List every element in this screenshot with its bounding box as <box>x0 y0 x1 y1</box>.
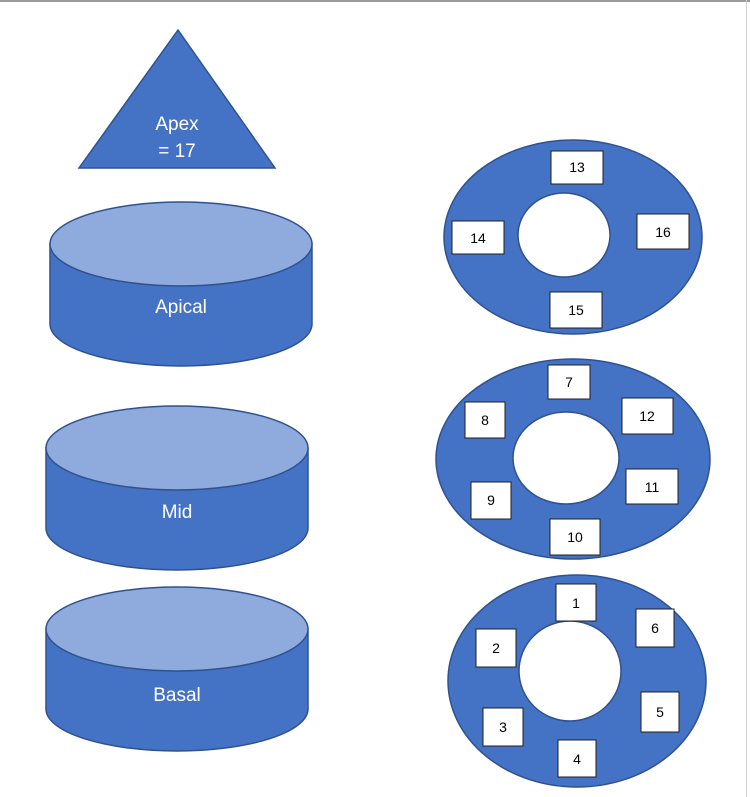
segment-5-box <box>640 691 680 733</box>
apex-triangle: Apex = 17 <box>77 28 277 169</box>
top-rule <box>0 0 750 2</box>
segment-7-label: 7 <box>565 374 573 390</box>
mid-cylinder: Mid <box>45 405 309 571</box>
apical-ring-hole <box>517 192 611 278</box>
segment-16: 16 <box>636 213 690 250</box>
segment-5: 5 <box>640 691 680 733</box>
segment-3-label: 3 <box>499 719 507 735</box>
segment-8-label: 8 <box>481 412 489 428</box>
apex-label-line1: Apex <box>155 114 199 135</box>
segment-14: 14 <box>451 220 505 255</box>
segment-4-box <box>557 739 597 778</box>
segment-7: 7 <box>547 364 591 400</box>
segment-12-box <box>621 397 674 435</box>
basal-label: Basal <box>153 685 201 706</box>
segment-15-box <box>549 291 603 329</box>
mid-ring: 7 8 12 9 11 10 <box>435 358 711 560</box>
segment-1-label: 1 <box>572 595 580 611</box>
segment-13: 13 <box>550 150 604 185</box>
apex-shape <box>77 28 277 169</box>
apical-label: Apical <box>155 297 207 318</box>
mid-ring-hole <box>512 411 620 505</box>
basal-ring-hole <box>518 620 622 722</box>
segment-14-label: 14 <box>470 230 486 246</box>
apical-ring: 13 14 16 15 <box>443 139 703 335</box>
segment-2-box <box>475 628 517 668</box>
segment-12: 12 <box>621 397 674 435</box>
segment-7-box <box>547 364 591 400</box>
segment-13-box <box>550 150 604 185</box>
segment-3-box <box>482 707 524 747</box>
segment-10-label: 10 <box>567 529 583 545</box>
segment-12-label: 12 <box>639 408 655 424</box>
segment-8: 8 <box>464 401 506 439</box>
apical-cylinder: Apical <box>49 201 313 367</box>
segment-6-box <box>635 608 675 648</box>
segment-2: 2 <box>475 628 517 668</box>
segment-8-box <box>464 401 506 439</box>
segment-13-label: 13 <box>569 159 585 175</box>
segment-11-box <box>625 468 679 505</box>
apex-label-line2: = 17 <box>158 141 196 162</box>
segment-15: 15 <box>549 291 603 329</box>
segment-3: 3 <box>482 707 524 747</box>
mid-cylinder-top <box>45 405 309 491</box>
segment-9: 9 <box>470 481 512 520</box>
basal-cylinder-top <box>45 586 309 672</box>
segment-9-label: 9 <box>487 492 495 508</box>
segment-16-box <box>636 213 690 250</box>
segment-11: 11 <box>625 468 679 505</box>
segment-4-label: 4 <box>573 751 581 767</box>
segment-6: 6 <box>635 608 675 648</box>
segment-1: 1 <box>555 583 597 622</box>
basal-cylinder: Basal <box>45 586 309 752</box>
apical-cylinder-top <box>49 201 313 287</box>
segment-11-label: 11 <box>645 479 660 495</box>
segment-15-label: 15 <box>568 302 584 318</box>
segment-5-label: 5 <box>656 704 664 720</box>
segment-1-box <box>555 583 597 622</box>
segment-6-label: 6 <box>651 620 659 636</box>
mid-label: Mid <box>162 502 193 523</box>
segment-9-box <box>470 481 512 520</box>
basal-ring: 1 2 6 3 5 4 <box>447 574 707 788</box>
segment-10: 10 <box>549 518 601 556</box>
segment-2-label: 2 <box>492 640 500 656</box>
segment-14-box <box>451 220 505 255</box>
segment-16-label: 16 <box>655 224 671 240</box>
segment-4: 4 <box>557 739 597 778</box>
segment-10-box <box>549 518 601 556</box>
right-rule <box>746 0 747 797</box>
